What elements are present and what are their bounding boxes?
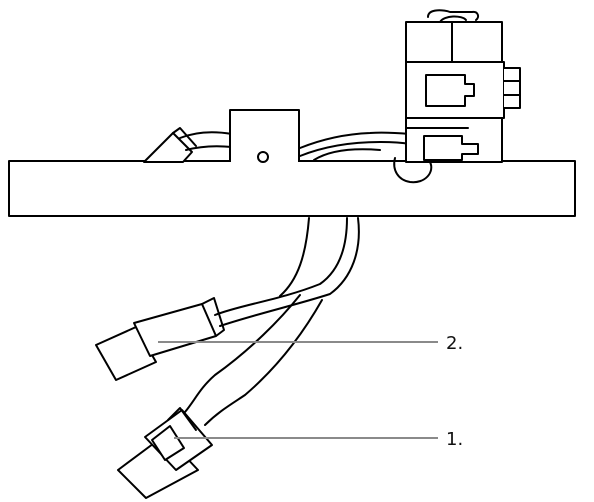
mounting-board — [8, 160, 576, 217]
callout-label-1: 1. — [446, 429, 463, 450]
callout-leaders — [158, 341, 438, 439]
callout-label-2: 2. — [446, 333, 463, 354]
connector-stack — [405, 9, 521, 163]
mounting-hole — [257, 151, 269, 163]
upper-cables — [143, 127, 433, 184]
lower-cables — [184, 217, 360, 426]
connector-1 — [117, 407, 213, 499]
bracket-tab — [229, 109, 300, 163]
connector-2 — [95, 297, 225, 381]
